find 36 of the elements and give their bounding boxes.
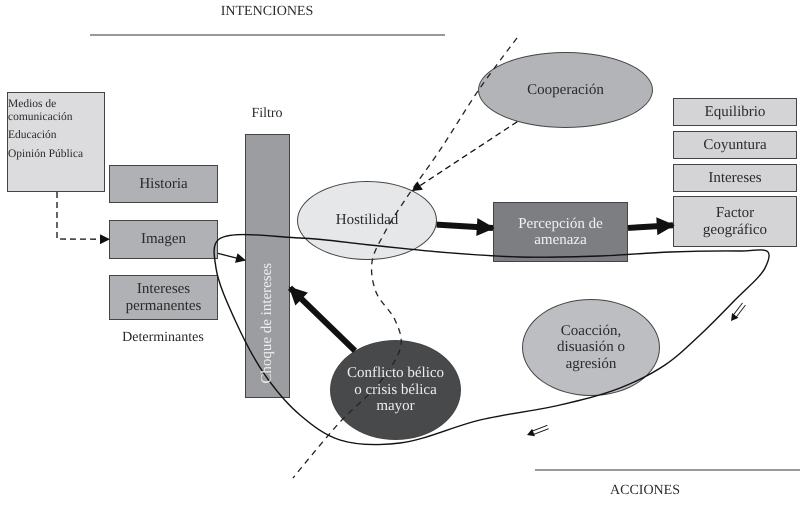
node-label: Choque de intereses [259, 262, 276, 384]
arrow [288, 286, 358, 353]
process-box [673, 131, 797, 159]
node-label: Equilibrio [704, 104, 766, 120]
arrow [218, 252, 246, 263]
node-label: Cooperación [527, 82, 604, 98]
node-label: Medios de comunicación [8, 98, 74, 124]
node-label: Coacción, disuasión o agresión [556, 322, 626, 372]
node-label: Coyuntura [703, 136, 767, 154]
process-box [673, 98, 797, 126]
node-label: Intereses permanentes [124, 281, 202, 314]
node-label: Intereses [708, 170, 762, 186]
node-label: Conflicto bélico o crisis bélica mayor [346, 365, 446, 415]
node-label: Imagen [141, 231, 186, 248]
section-heading: ACCIONES [610, 483, 680, 499]
node-label: Educación [8, 129, 57, 142]
filter-bar [245, 134, 290, 398]
node-label: Hostilidad [336, 212, 398, 229]
node-label: Historia [139, 176, 188, 192]
group-label: Determinantes [122, 330, 204, 346]
arrow [628, 217, 675, 236]
process-box [673, 196, 797, 247]
section-heading: INTENCIONES [220, 4, 314, 20]
arrow [412, 121, 518, 192]
process-box [109, 275, 218, 320]
process-box [109, 165, 218, 203]
process-box [7, 92, 105, 192]
node-label: Opinión Pública [8, 148, 84, 161]
process-box [109, 220, 218, 259]
process-box [673, 164, 797, 192]
arrow [436, 218, 495, 236]
node-label: Factor geográfico [702, 205, 768, 238]
node-label: Percepción de amenaza [517, 216, 604, 248]
arrow [56, 192, 110, 244]
process-box [493, 202, 628, 262]
group-label: Filtro [251, 106, 283, 122]
